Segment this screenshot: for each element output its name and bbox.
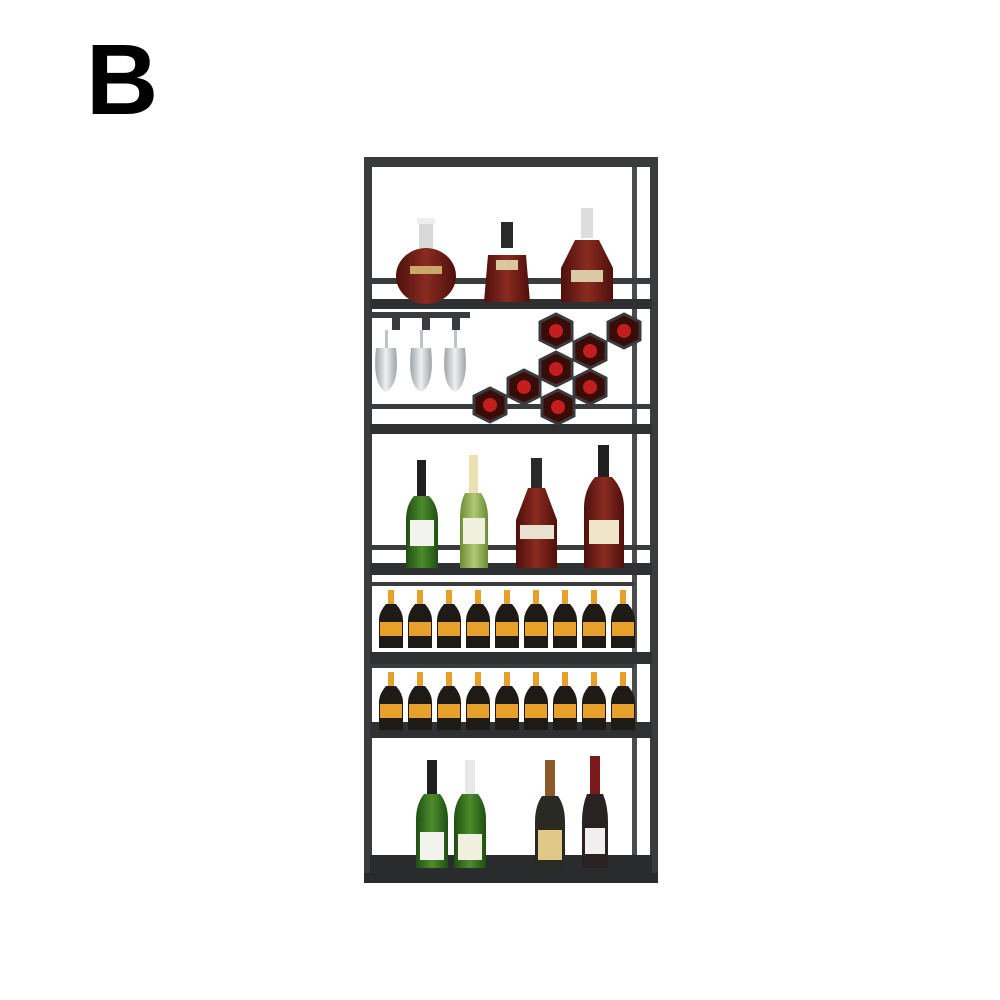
top-shelf-decanters (396, 208, 613, 304)
angled-bottle (466, 672, 490, 730)
angled-bottle (437, 672, 461, 730)
bottle-row-set (379, 590, 635, 730)
angled-bottle (553, 672, 577, 730)
variant-label: B (86, 24, 159, 136)
angled-bottle (495, 590, 519, 648)
angled-bottle (495, 672, 519, 730)
bottom-shelf-bottles (416, 756, 608, 868)
angled-bottle (437, 590, 461, 648)
angled-bottle (466, 590, 490, 648)
angled-bottle (582, 672, 606, 730)
angled-bottle (582, 590, 606, 648)
angled-bottle (408, 672, 432, 730)
angled-bottle (524, 590, 548, 648)
honeycomb-bottle-holder (472, 312, 642, 426)
angled-bottle (553, 590, 577, 648)
angled-bottle (611, 590, 635, 648)
hanging-wine-glasses (372, 312, 470, 392)
rack-frame (364, 157, 658, 883)
angled-bottle-rows (372, 582, 634, 668)
angled-bottle (524, 672, 548, 730)
middle-shelf-bottles (406, 445, 624, 568)
angled-bottle (379, 672, 403, 730)
angled-bottle (408, 590, 432, 648)
angled-bottle (379, 590, 403, 648)
angled-bottle (611, 672, 635, 730)
